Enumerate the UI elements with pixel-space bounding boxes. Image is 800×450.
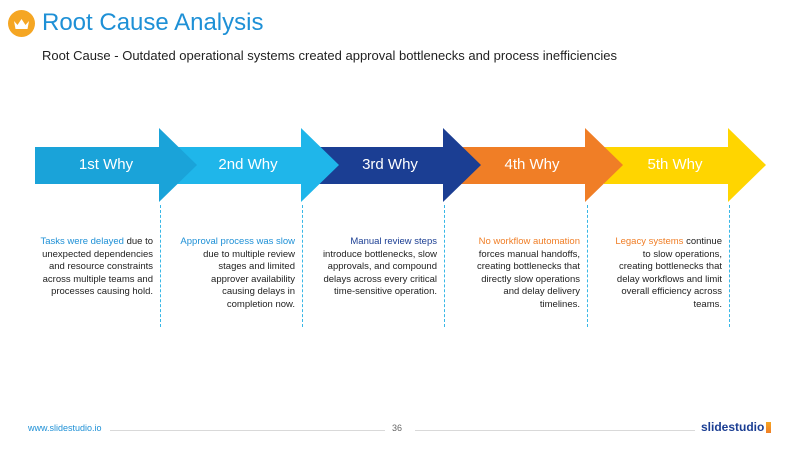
why-label-4: 4th Why — [504, 156, 560, 173]
why-text-1: due to unexpected dependencies and resou… — [42, 236, 153, 298]
footer-line-left — [110, 430, 385, 431]
divider-1 — [160, 205, 161, 327]
why-description-4: No workflow automation forces manual han… — [465, 236, 580, 312]
why-text-4: forces manual handoffs, creating bottlen… — [477, 248, 580, 310]
why-arrow-3 — [319, 128, 481, 202]
why-text-3: introduce bottlenecks, slow approvals, a… — [322, 248, 437, 298]
why-highlight-2: Approval process was slow — [180, 236, 295, 247]
brand-mark-icon — [766, 421, 772, 433]
why-highlight-3: Manual review steps — [350, 236, 437, 247]
why-label-3: 3rd Why — [362, 156, 418, 173]
why-text-2: due to multiple review stages and limite… — [203, 248, 295, 310]
brand-logo: slidestudio — [701, 420, 772, 434]
divider-4 — [587, 205, 588, 327]
why-arrow-5 — [604, 128, 766, 202]
divider-5 — [729, 205, 730, 327]
why-arrow-1 — [35, 128, 197, 202]
why-description-3: Manual review steps introduce bottleneck… — [322, 236, 437, 299]
footer-url[interactable]: www.slidestudio.io — [28, 423, 102, 433]
crown-icon — [14, 18, 29, 29]
why-arrow-4 — [461, 128, 623, 202]
page-subtitle: Root Cause - Outdated operational system… — [42, 48, 617, 63]
page-title: Root Cause Analysis — [42, 9, 264, 36]
divider-3 — [444, 205, 445, 327]
why-highlight-1: Tasks were delayed — [40, 236, 124, 247]
why-highlight-5: Legacy systems — [615, 236, 684, 247]
logo-badge — [8, 10, 35, 37]
why-label-2: 2nd Why — [218, 156, 278, 173]
divider-2 — [302, 205, 303, 327]
why-highlight-4: No workflow automation — [478, 236, 580, 247]
why-label-5: 5th Why — [647, 156, 703, 173]
footer-line-right — [415, 430, 695, 431]
why-description-2: Approval process was slow due to multipl… — [180, 236, 295, 312]
brand-name: slidestudio — [701, 420, 765, 434]
why-description-5: Legacy systems continue to slow operatio… — [607, 236, 722, 312]
why-text-5: continue to slow operations, creating bo… — [616, 236, 722, 310]
page-number: 36 — [392, 423, 403, 433]
why-description-1: Tasks were delayed due to unexpected dep… — [38, 236, 154, 299]
why-label-1: 1st Why — [78, 156, 134, 173]
why-arrow-2 — [177, 128, 339, 202]
